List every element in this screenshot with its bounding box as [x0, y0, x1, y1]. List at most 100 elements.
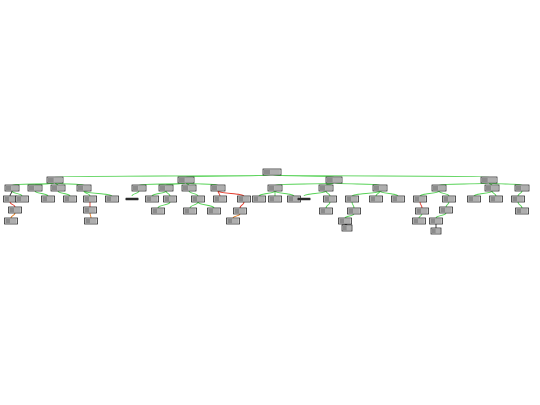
- tree-node-label-bar: [47, 196, 54, 202]
- tree-node-swatch: [146, 196, 152, 202]
- tree-node-label-bar: [270, 169, 280, 175]
- tree-node-swatch: [182, 185, 189, 191]
- tree-node-46: [83, 206, 97, 214]
- tree-node-58: [226, 217, 240, 225]
- tree-edge-54: [517, 201, 523, 209]
- tree-node-label-bar: [353, 208, 360, 214]
- tree-node-label-bar: [57, 185, 65, 191]
- tree-node-37: [345, 195, 359, 203]
- tree-node-label-bar: [418, 218, 425, 224]
- tree-node-label-bar: [10, 218, 17, 224]
- tree-node-label-bar: [521, 185, 529, 191]
- tree-node-26: [125, 197, 139, 201]
- tree-edge-26: [151, 190, 167, 197]
- tree-node-swatch: [84, 207, 90, 213]
- tree-node-label-bar: [293, 196, 300, 202]
- tree-node-swatch: [4, 196, 10, 202]
- tree-edge-55: [10, 212, 16, 219]
- tree-node-38: [369, 195, 383, 203]
- tree-node-label-bar: [258, 196, 265, 202]
- tree-node-swatch: [263, 169, 271, 175]
- tree-node-swatch: [238, 196, 244, 202]
- tree-node-swatch: [51, 185, 58, 191]
- tree-node-swatch: [414, 196, 420, 202]
- tree-node-49: [207, 207, 221, 215]
- tree-node-11: [158, 184, 174, 192]
- tree-node-45: [8, 206, 22, 214]
- tree-node-12: [181, 184, 197, 192]
- tree-node-swatch: [214, 196, 220, 202]
- tree-node-swatch: [84, 196, 90, 202]
- tree-node-swatch: [253, 196, 259, 202]
- tree-node-13: [210, 184, 226, 192]
- tree-node-60: [412, 217, 426, 225]
- tree-edge-34: [303, 190, 327, 197]
- tree-node-label-bar: [325, 185, 333, 191]
- tree-node-swatch: [370, 196, 376, 202]
- tree-node-label-bar: [491, 185, 499, 191]
- tree-node-swatch: [346, 196, 352, 202]
- tree-node-label-bar: [333, 177, 342, 183]
- tree-node-swatch: [440, 207, 446, 213]
- tree-node-29: [191, 195, 205, 203]
- tree-node-15: [318, 184, 334, 192]
- tree-edge-39: [419, 190, 440, 197]
- tree-node-swatch: [16, 196, 22, 202]
- tree-node-label-bar: [344, 218, 351, 224]
- tree-node-22: [41, 195, 55, 203]
- tree-edge-22: [57, 190, 71, 197]
- tree-node-8: [50, 184, 66, 192]
- tree-node-32: [252, 195, 266, 203]
- tree-node-61: [429, 217, 443, 225]
- tree-node-swatch: [85, 218, 91, 224]
- tree-edge-47: [189, 201, 199, 209]
- tree-node-27: [145, 195, 159, 203]
- tree-edge-44: [9, 201, 16, 208]
- tree-node-47: [151, 207, 165, 215]
- tree-node-label-bar: [197, 196, 204, 202]
- tree-node-17: [431, 184, 447, 192]
- tree-node-53: [415, 207, 429, 215]
- tree-node-swatch: [516, 208, 522, 214]
- tree-node-51: [319, 207, 333, 215]
- tree-node-label-bar: [165, 185, 173, 191]
- tree-node-40: [413, 195, 427, 203]
- tree-node-label-bar: [346, 225, 352, 231]
- tree-node-4: [325, 176, 343, 184]
- tree-node-label-bar: [34, 185, 42, 191]
- tree-node-48: [183, 207, 197, 215]
- tree-edge-33: [274, 190, 295, 197]
- tree-node-swatch: [269, 196, 275, 202]
- tree-edge-42: [491, 190, 497, 197]
- tree-node-21: [15, 195, 29, 203]
- tree-node-18: [484, 184, 500, 192]
- tree-node-swatch: [268, 185, 275, 191]
- tree-node-label-bar: [329, 196, 336, 202]
- tree-node-43: [489, 195, 503, 203]
- tree-node-label-bar: [435, 228, 441, 234]
- tree-edge-51: [351, 201, 355, 209]
- tree-node-swatch: [234, 208, 240, 214]
- tree-node-label-bar: [419, 196, 426, 202]
- tree-node-swatch: [443, 196, 449, 202]
- tree-edge-60: [435, 212, 447, 219]
- tree-node-55: [515, 207, 529, 215]
- tree-node-label-bar: [421, 208, 428, 214]
- tree-node-label-bar: [488, 177, 497, 183]
- tree-node-label-bar: [111, 196, 118, 202]
- tree-edge-50: [325, 201, 331, 209]
- tree-node-20: [3, 195, 17, 203]
- tree-edge-53: [445, 201, 450, 208]
- tree-node-44: [511, 195, 525, 203]
- tree-node-7: [27, 184, 43, 192]
- tree-node-swatch: [64, 196, 70, 202]
- tree-edge-35: [325, 190, 331, 197]
- tree-node-label-bar: [325, 208, 332, 214]
- tree-edge-21: [34, 190, 49, 197]
- tree-edge-31: [258, 190, 276, 197]
- tree-node-swatch: [413, 218, 419, 224]
- tree-node-label-bar: [54, 177, 63, 183]
- tree-node-swatch: [481, 177, 488, 183]
